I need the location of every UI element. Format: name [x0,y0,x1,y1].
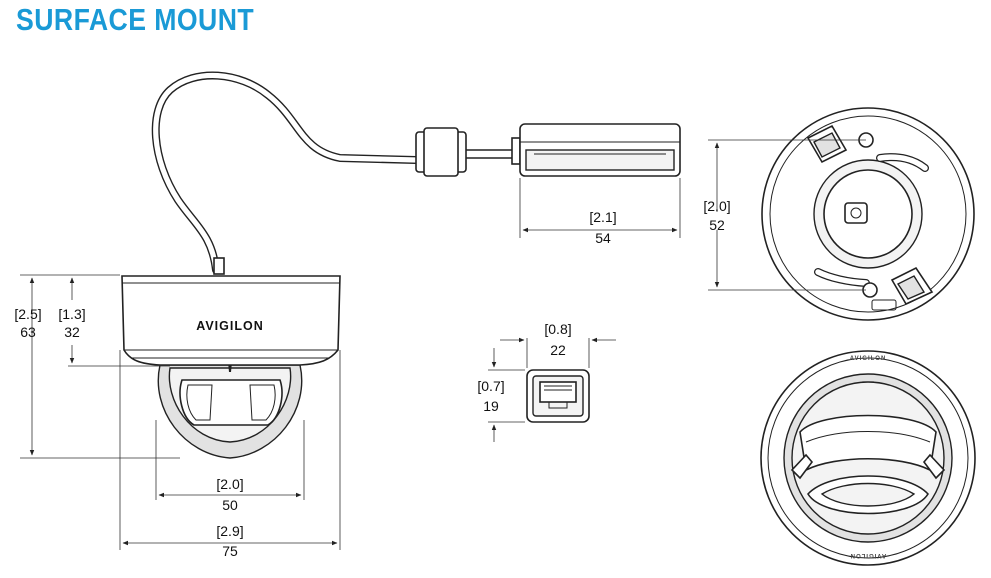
camera-cable [151,71,420,274]
cable-connector: [2.1] 54 [415,123,681,246]
total-width-mm: 75 [222,543,238,559]
rj45-width-inch: [0.8] [544,321,571,337]
mount-diameter-mm: 52 [709,217,725,233]
connector-length-inch: [2.1] [589,209,616,225]
base-height-inch: [1.3] [58,306,85,322]
total-height-mm: 63 [20,324,36,340]
connector-length-mm: 54 [595,230,611,246]
dome-front-view: AVIGILON AVIGILON [760,350,976,566]
brand-logo-text: AVIGILON [196,319,264,333]
cable-strain-relief [213,257,225,275]
cable-hole [844,202,868,224]
mount-diameter-inch: [2.0] [703,198,730,214]
rj45-height-inch: [0.7] [477,378,504,394]
rj45-height-mm: 19 [483,398,499,414]
total-width-inch: [2.9] [216,523,243,539]
dome-rim-text-bottom: AVIGILON [850,552,887,558]
lens-width-mm: 50 [222,497,238,513]
lens-width-inch: [2.0] [216,476,243,492]
dome-rim-text-top: AVIGILON [850,356,887,362]
rj45-end-view: [0.8] 22 [0.7] 19 [477,321,616,442]
camera-side-view: AVIGILON [2.5] 63 [1.3] 32 [2.0] 50 [2.9… [14,71,420,559]
mount-bottom-view: [2.0] 52 [703,107,975,321]
camera-dome [157,362,303,459]
camera-housing: AVIGILON [121,275,341,366]
base-height-mm: 32 [64,324,80,340]
rj45-width-mm: 22 [550,342,566,358]
total-height-inch: [2.5] [14,306,41,322]
page-title: SURFACE MOUNT [16,2,255,37]
rj45-port [539,381,577,403]
